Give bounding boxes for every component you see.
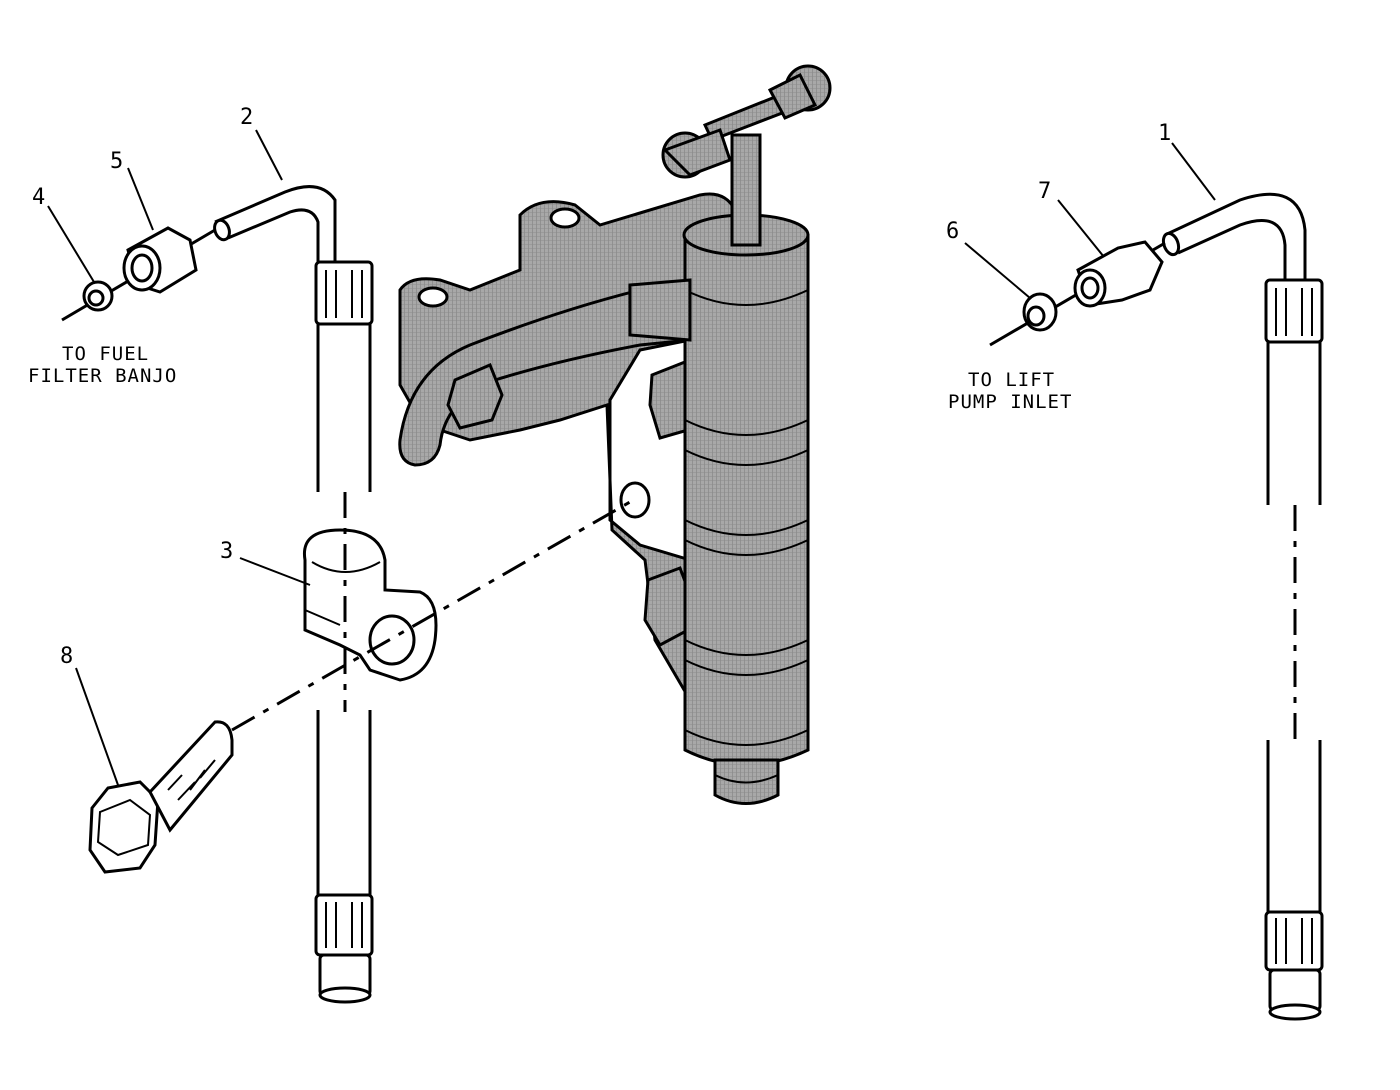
note-fuel-filter-line1: TO FUEL [62,343,149,365]
note-lift-pump-line2: PUMP INLET [948,391,1072,413]
callout-6: 6 [946,219,959,244]
callout-1: 1 [1158,121,1171,146]
left-fittings [61,226,216,322]
fuel-line-left-lower-ferrule [314,893,374,957]
callout-4: 4 [32,185,45,210]
pump-plunger-rod [730,133,762,247]
note-lift-pump-line1: TO LIFT [968,369,1055,391]
pump-cylinder [683,218,810,767]
callout-leaders [47,129,1216,786]
right-fittings [989,240,1166,347]
bolt-part-8 [88,720,234,874]
fuel-line-left-upper-ferrule [314,260,374,326]
bracket-lug-hole-left [417,286,449,308]
callout-5: 5 [110,149,123,174]
note-fuel-filter-line2: FILTER BANJO [28,365,177,387]
bracket-lug-hole-rear [549,207,581,229]
clip-part-3 [302,492,438,712]
priming-pump-assembly [398,64,832,805]
callout-2: 2 [240,105,253,130]
fuel-line-right-tube-end [1161,231,1181,257]
callout-3: 3 [220,539,233,564]
pump-side-fitting [628,278,692,342]
bolt-threaded-shank [148,720,234,833]
fuel-line-left [213,185,374,1004]
callout-7: 7 [1038,179,1051,204]
fuel-line-left-tube-end [213,218,231,242]
bracket-mounting-port [619,481,651,519]
bracket-side-nut [446,363,504,430]
bolt-alignment-line [231,500,631,732]
clip-body [302,528,438,682]
bracket-curved-arm [398,288,692,467]
fuel-line-right-lower-ferrule [1264,910,1324,972]
fuel-line-right [1161,192,1324,1021]
clip-bolt-slot [368,614,416,666]
fuel-line-right-upper-ferrule [1264,278,1324,344]
callout-8: 8 [60,644,73,669]
bolt-hex-head [88,780,160,874]
